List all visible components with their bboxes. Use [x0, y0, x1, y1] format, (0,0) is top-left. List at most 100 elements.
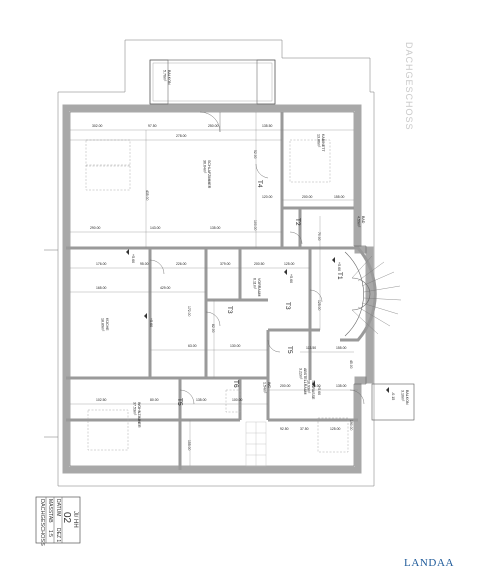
room-labels: BALKON5,76m²SCHLAFZIMMER36,64m²KABINETT1…	[101, 70, 410, 428]
roof-outline	[57, 39, 375, 487]
dimension-text-24: 80.00	[150, 398, 159, 402]
level-marker-triangle-5	[386, 387, 389, 393]
dimension-text-42: 190.00	[349, 420, 353, 430]
room-label-wohnzimmer-line-0: WOHNZIMMER	[137, 402, 141, 428]
level-marker-1: +5.60	[337, 262, 341, 271]
level-marker-5: -0.15	[391, 392, 395, 400]
dimension-text-37: 100.00	[253, 220, 257, 230]
level-marker-0: +5.60	[289, 274, 293, 283]
room-label-kabinett-line-1: 13,86m²	[317, 134, 321, 148]
dimension-text-21: 63.00	[188, 344, 197, 348]
dimension-text-20: 172.00	[187, 306, 191, 316]
stair-drum	[340, 246, 377, 342]
dimension-text-10: 200.00	[302, 195, 312, 199]
door-tag-2: T3	[226, 306, 233, 314]
dimension-text-15: 379.00	[220, 262, 230, 266]
door-tag-5: T5	[176, 398, 183, 406]
door-tag-7: T6	[232, 380, 239, 388]
dimension-text-34: 82.00	[211, 324, 215, 333]
room-label-kueche-line-0: KÜCHE	[105, 318, 109, 331]
room-label-balkon-top-line-1: 5,76m²	[163, 70, 167, 82]
level-marker-4: +5.60	[131, 254, 135, 263]
dimension-text-16: 200.50	[254, 262, 264, 266]
level-marker-triangle-2	[312, 381, 315, 387]
dimension-text-29: 135.00	[336, 384, 346, 388]
door-tag-0: T1	[336, 272, 343, 280]
dimension-text-26: 100.00	[232, 398, 242, 402]
level-markers: +5.60 +5.60 +5.60 +5.60 +5.60 -0.15	[126, 249, 395, 400]
title-block-date-label: DATUM	[55, 499, 61, 516]
title-block-scale-value: 1:5	[47, 530, 53, 537]
dimension-text-41: 125.00	[330, 427, 340, 431]
level-marker-3: +5.60	[149, 318, 153, 327]
title-block-name: DACHGESCHOSS	[39, 499, 45, 546]
room-label-schlafzimmer-line-1: 36,64m²	[203, 160, 207, 174]
room-label-wc-line-1: 1,54m²	[263, 382, 267, 394]
dimension-text-3: 135.50	[262, 124, 272, 128]
dimension-text-25: 135.00	[196, 398, 206, 402]
room-label-abstellraum-line-0: ABSTELLRAUM	[303, 368, 307, 394]
dimension-texts: 302.00 97.50 250.00 135.50 278.00 435.00 290.0…	[90, 124, 353, 450]
room-label-wc-line-0: WC	[267, 382, 271, 388]
sheet-title-vertical: DACHGESCHOSS	[404, 42, 414, 131]
door-tag-6: T5	[286, 346, 293, 354]
dimension-text-36: 52.00	[253, 150, 257, 159]
title-block-scale-label: MASSTAB	[47, 499, 53, 523]
room-label-terrasse-line-1: 10,93m²	[307, 380, 311, 394]
dimension-text-33: 125.00	[317, 300, 321, 310]
dimension-text-18: 165.00	[96, 286, 106, 290]
balcony-top-left-post	[149, 59, 169, 105]
dimension-text-17: 125.00	[284, 262, 294, 266]
level-marker-triangle-1	[332, 257, 335, 263]
dimension-text-32: 70.00	[317, 232, 321, 241]
dimension-text-30: 113.50	[306, 346, 316, 350]
dimension-text-9: 120.00	[262, 195, 272, 199]
door-swings	[149, 111, 365, 405]
level-marker-triangle-3	[144, 313, 147, 319]
stair-treads	[351, 255, 402, 335]
door-tag-1: T2	[294, 218, 301, 226]
room-label-balkon-right-line-1: 3,10m²	[401, 390, 405, 402]
dimension-text-6: 290.00	[90, 226, 100, 230]
dimension-text-8: 135.00	[210, 226, 220, 230]
room-label-schlafzimmer-line-0: SCHLAFZIMMER	[207, 160, 211, 189]
door-tag-4: T4	[256, 180, 263, 188]
balcony-top-railing	[152, 62, 273, 102]
dimension-text-13: 95.00	[140, 262, 149, 266]
dimension-text-38: 45.00	[349, 360, 353, 369]
balcony-right	[371, 383, 415, 421]
dimension-text-40: 37.50	[300, 427, 309, 431]
title-block-date-value: DEZ 1	[55, 528, 61, 542]
dimension-text-11: 155.00	[334, 195, 344, 199]
room-label-bad-line-1: 4,59m²	[357, 216, 361, 228]
room-label-kabinett-line-0: KABINETT	[321, 134, 325, 152]
title-block: DACHGESCHOSS MASSTAB 1:5 DATUM DEZ 1 02 …	[35, 496, 81, 546]
stair-outer	[344, 251, 364, 337]
level-marker-2: +5.60	[317, 386, 321, 395]
exterior-wall	[62, 104, 374, 474]
title-block-sheet-number: 02	[61, 512, 72, 524]
dimension-text-5: 435.00	[145, 190, 149, 200]
balcony-top-right-post	[256, 59, 276, 105]
dimension-text-7: 143.00	[150, 226, 160, 230]
terrace-grid	[245, 421, 267, 467]
brand-logo-text: LANDAA	[404, 557, 454, 569]
dimension-text-31: 155.00	[336, 346, 346, 350]
dimension-text-23: 102.50	[96, 398, 106, 402]
dimension-text-12: 176.00	[96, 262, 106, 266]
level-marker-triangle-4	[126, 249, 129, 255]
dimension-text-2: 250.00	[208, 124, 218, 128]
dimension-text-1: 97.50	[148, 124, 157, 128]
room-label-balkon-top-line-0: BALKON	[167, 70, 171, 85]
dimension-text-28: 76.00	[312, 384, 321, 388]
dimension-text-4: 278.00	[176, 134, 186, 138]
dimension-text-39: 92.50	[280, 427, 289, 431]
dimension-text-27: 200.00	[280, 384, 290, 388]
dimension-text-35: 155.00	[187, 440, 191, 450]
dimension-lines	[70, 112, 358, 466]
room-label-kueche-line-1: 18,89m²	[101, 318, 105, 332]
level-marker-triangle-0	[284, 269, 287, 275]
dimension-text-0: 302.00	[92, 124, 102, 128]
